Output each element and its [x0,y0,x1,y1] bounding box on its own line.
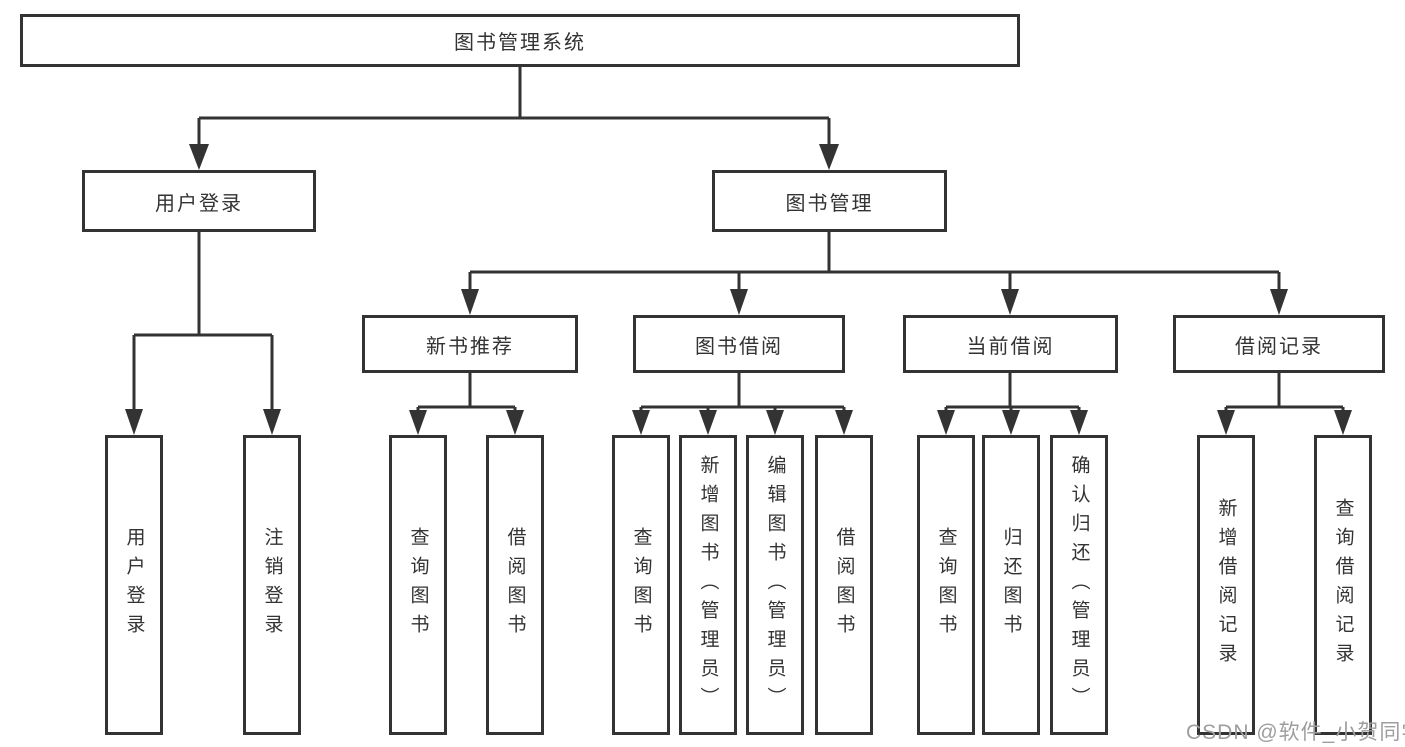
node-current-borrowing: 当前借阅 [903,315,1118,373]
leaf-query-borrow-record-label: 查询借阅记录 [1332,498,1354,672]
connector-borrowing-to-leaves [632,373,853,435]
leaf-edit-books-admin: 编辑图书（管理员） [746,435,804,735]
arrow-down-icon [835,410,853,435]
leaf-logout: 注销登录 [243,435,301,735]
node-new-book-recommend-label: 新书推荐 [426,335,514,358]
arrow-down-icon [189,144,209,170]
node-book-borrowing-label: 图书借阅 [695,335,783,358]
arrow-down-icon [1002,410,1020,435]
leaf-query-books-2: 查询图书 [612,435,670,735]
node-book-management-label: 图书管理 [785,192,874,215]
arrow-down-icon [461,289,479,315]
leaf-query-borrow-record: 查询借阅记录 [1314,435,1372,735]
leaf-return-books: 归还图书 [982,435,1040,735]
node-book-borrowing: 图书借阅 [633,315,845,373]
node-user-login: 用户登录 [82,170,316,232]
leaf-add-books-admin: 新增图书（管理员） [679,435,737,735]
leaf-query-books-3: 查询图书 [917,435,975,735]
arrow-down-icon [819,144,839,170]
leaf-query-books-3-label: 查询图书 [935,527,957,643]
arrow-down-icon [766,410,784,435]
node-book-management: 图书管理 [712,170,947,232]
connector-bookmgmt-to-level3 [461,232,1288,315]
leaf-borrow-books-1-label: 借阅图书 [504,527,526,643]
csdn-watermark: CSDN @软件_小贺同学 [1186,721,1405,744]
arrow-down-icon [506,410,524,435]
arrow-down-icon [409,410,427,435]
connector-root-to-level2 [189,67,839,170]
leaf-confirm-return-admin: 确认归还（管理员） [1050,435,1108,735]
arrow-down-icon [1334,410,1352,435]
node-root-label: 图书管理系统 [454,32,586,54]
arrow-down-icon [263,409,281,435]
node-root: 图书管理系统 [20,14,1020,67]
leaf-logout-label: 注销登录 [261,527,283,643]
arrow-down-icon [1001,289,1019,315]
node-user-login-label: 用户登录 [155,192,243,215]
leaf-add-borrow-record-label: 新增借阅记录 [1215,498,1237,672]
leaf-user-login-label: 用户登录 [123,527,145,643]
connector-userlogin-to-leaves [125,232,281,435]
node-borrowing-records: 借阅记录 [1173,315,1385,373]
arrow-down-icon [699,410,717,435]
leaf-query-books-2-label: 查询图书 [630,527,652,643]
arrow-down-icon [937,410,955,435]
leaf-edit-books-admin-label: 编辑图书（管理员） [764,454,786,716]
arrow-down-icon [730,289,748,315]
leaf-return-books-label: 归还图书 [1000,527,1022,643]
node-new-book-recommend: 新书推荐 [362,315,578,373]
leaf-confirm-return-admin-label: 确认归还（管理员） [1068,454,1090,716]
arrow-down-icon [1270,289,1288,315]
connector-records-to-leaves [1217,373,1352,435]
connector-newbooks-to-leaves [409,373,524,435]
leaf-user-login: 用户登录 [105,435,163,735]
leaf-add-borrow-record: 新增借阅记录 [1197,435,1255,735]
leaf-borrow-books-1: 借阅图书 [486,435,544,735]
connector-current-to-leaves [937,373,1088,435]
leaf-query-books-1-label: 查询图书 [407,527,429,643]
node-current-borrowing-label: 当前借阅 [966,335,1055,358]
leaf-query-books-1: 查询图书 [389,435,447,735]
arrow-down-icon [1217,410,1235,435]
leaf-borrow-books-2-label: 借阅图书 [833,527,855,643]
arrow-down-icon [1070,410,1088,435]
leaf-borrow-books-2: 借阅图书 [815,435,873,735]
leaf-add-books-admin-label: 新增图书（管理员） [697,454,719,716]
node-borrowing-records-label: 借阅记录 [1235,335,1323,358]
arrow-down-icon [125,409,143,435]
arrow-down-icon [632,410,650,435]
